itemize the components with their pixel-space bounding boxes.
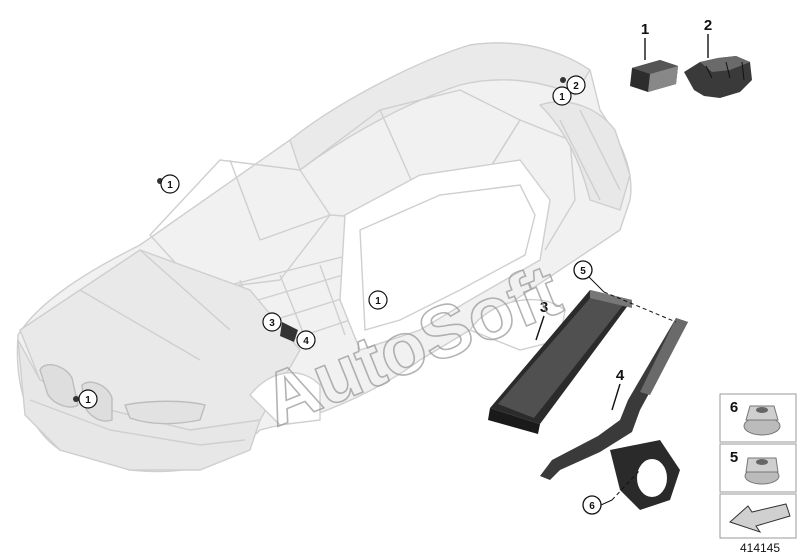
car-callout-roof: 1	[157, 174, 180, 194]
legend-box-arrow	[719, 493, 797, 539]
svg-text:1: 1	[559, 92, 565, 103]
part-label-3: 3	[540, 299, 548, 316]
direction-arrow-icon	[729, 503, 791, 533]
svg-text:6: 6	[730, 399, 738, 416]
part-label-6: 6	[589, 501, 595, 512]
car-body-illustration	[16, 42, 632, 473]
part-label-2: 2	[704, 17, 712, 34]
diagram-number: 414145	[740, 541, 780, 555]
svg-text:1: 1	[167, 180, 173, 191]
part-6-callout: 6	[582, 469, 641, 515]
svg-text:2: 2	[573, 81, 579, 92]
legend-box-nut-5: 5	[719, 443, 797, 493]
car-callout-sill-3: 3	[262, 312, 298, 342]
svg-text:1: 1	[375, 296, 381, 307]
part-3-control-module: 3	[488, 290, 632, 434]
car-callout-cabin: 1	[368, 290, 388, 310]
legend-box-nut-6: 6	[719, 393, 797, 443]
part-5-callout: 5	[573, 260, 677, 323]
part-2-bracket: 2	[684, 17, 752, 98]
car-callout-rear-1: 1	[552, 86, 572, 106]
part-label-4: 4	[616, 367, 625, 384]
hex-nut-icon	[744, 457, 780, 485]
part-label-5: 5	[580, 266, 586, 277]
flange-nut-icon	[743, 405, 781, 436]
part-1-sensor: 1	[630, 21, 678, 92]
svg-text:5: 5	[730, 449, 738, 466]
car-callout-sill-4: 4	[296, 330, 316, 350]
car-callout-rear-2: 2	[560, 75, 586, 95]
part-label-1: 1	[641, 21, 649, 38]
car-callout-grille: 1	[73, 389, 98, 409]
svg-text:4: 4	[303, 336, 309, 347]
svg-text:3: 3	[269, 318, 275, 329]
svg-text:1: 1	[85, 395, 91, 406]
part-4-mounting-bracket: 4	[540, 318, 688, 510]
